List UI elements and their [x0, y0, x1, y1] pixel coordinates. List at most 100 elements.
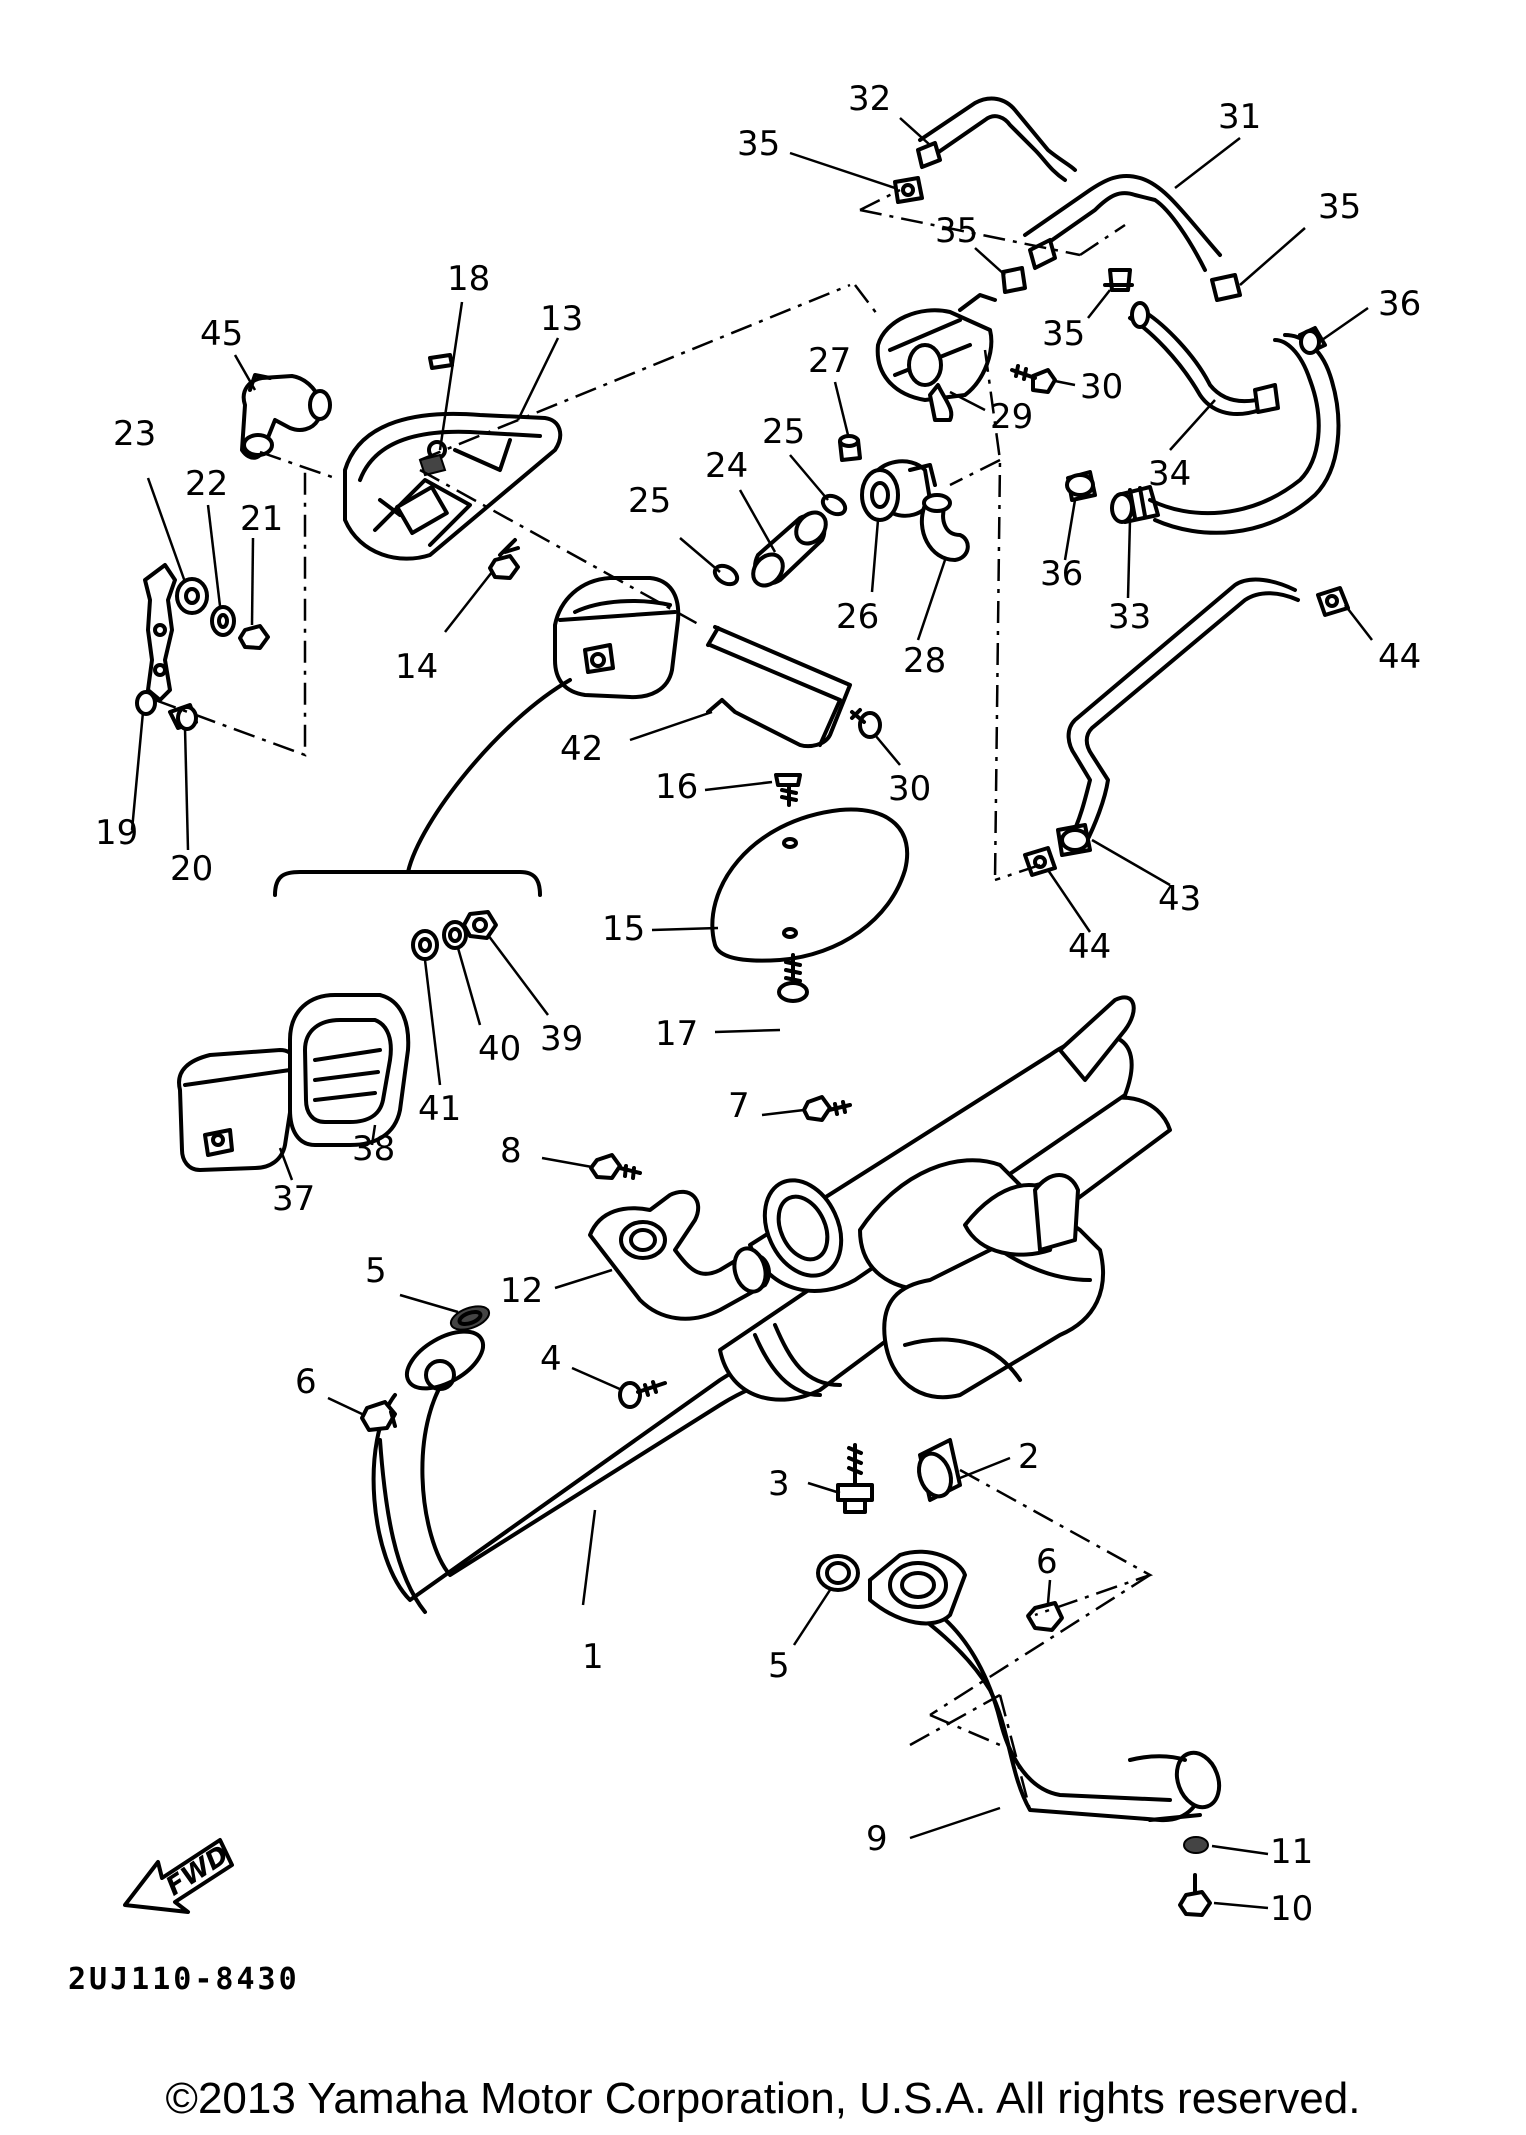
- callout-26: 26: [836, 597, 879, 637]
- collar-20: [168, 703, 198, 731]
- washer-41: [411, 929, 439, 961]
- screw-17: [777, 953, 809, 1003]
- nut-6-upper: [360, 1400, 397, 1432]
- callout-35-d: 35: [1318, 187, 1361, 227]
- washer-11: [1183, 1836, 1209, 1854]
- callout-30-upper: 30: [1080, 367, 1123, 407]
- hose-45: [240, 373, 332, 460]
- hose-28: [919, 493, 970, 562]
- washer-22: [210, 605, 236, 637]
- air-cleaner-case-13: [343, 411, 563, 561]
- callout-42: 42: [560, 729, 603, 769]
- union-33: [1110, 485, 1160, 524]
- callout-1: 1: [582, 1637, 604, 1677]
- callout-17: 17: [655, 1014, 698, 1054]
- callout-3: 3: [768, 1464, 790, 1504]
- fwd-label: FWD: [161, 1840, 234, 1902]
- hose-24: [751, 510, 828, 588]
- callout-29: 29: [990, 397, 1033, 437]
- callout-35-b: 35: [935, 211, 978, 251]
- callout-30-lower: 30: [888, 769, 931, 809]
- callout-38: 38: [352, 1129, 395, 1169]
- callout-40: 40: [478, 1029, 521, 1069]
- callout-33: 33: [1108, 597, 1151, 637]
- forward-direction-arrow: FWD: [123, 1838, 234, 1914]
- callout-13: 13: [540, 299, 583, 339]
- cap-36-upper: [1298, 326, 1327, 355]
- clip-44-upper: [1316, 586, 1350, 617]
- callout-19: 19: [95, 813, 138, 853]
- callout-31: 31: [1218, 97, 1261, 137]
- callout-39: 39: [540, 1019, 583, 1059]
- parts-drawing: [135, 96, 1350, 1917]
- callout-23: 23: [113, 414, 156, 454]
- reed-valve-26: [860, 459, 937, 522]
- bolt-21: [238, 624, 270, 650]
- callout-15: 15: [602, 909, 645, 949]
- callout-28: 28: [903, 641, 946, 681]
- hose-32: [916, 96, 1077, 182]
- callout-37: 37: [272, 1179, 315, 1219]
- callout-27: 27: [808, 341, 851, 381]
- callout-20: 20: [170, 849, 213, 889]
- callout-14: 14: [395, 647, 438, 687]
- callout-43: 43: [1158, 879, 1201, 919]
- callout-41: 41: [418, 1089, 461, 1129]
- clip-44-lower: [1023, 846, 1057, 877]
- callout-4: 4: [540, 1339, 562, 1379]
- callout-6-lower: 6: [1036, 1542, 1058, 1582]
- bolt-14: [488, 538, 520, 580]
- grommet-2: [917, 1438, 962, 1502]
- clip-35-b: [1001, 266, 1027, 294]
- callout-22: 22: [185, 464, 228, 504]
- hose-31: [1023, 173, 1222, 272]
- screw-16: [774, 773, 802, 807]
- bracket-42: [706, 625, 852, 749]
- exhaust-pipe-muffler-assembly: [371, 995, 1172, 1614]
- leader-lines: [130, 117, 1373, 1910]
- nut-6-lower: [1026, 1601, 1064, 1632]
- clamp-25-left: [712, 563, 740, 587]
- element-38: [288, 993, 411, 1147]
- screw-4: [618, 1380, 667, 1409]
- clip-35-a: [893, 176, 924, 204]
- air-cut-valve-29: [875, 293, 997, 422]
- bolt-7: [802, 1095, 852, 1122]
- callout-7: 7: [728, 1086, 750, 1126]
- drawing-code: 2UJ110-8430: [68, 1962, 300, 1997]
- cap-27: [838, 434, 862, 462]
- callout-36-lower: 36: [1040, 554, 1083, 594]
- callout-5-upper: 5: [365, 1251, 387, 1291]
- callout-25-left: 25: [628, 481, 671, 521]
- callout-5-lower: 5: [768, 1646, 790, 1686]
- callout-18: 18: [447, 259, 490, 299]
- clip-18: [428, 353, 454, 370]
- element-case-37: [177, 1048, 299, 1172]
- cover-15: [710, 807, 910, 963]
- exhaust-pipe-9: [868, 1549, 1222, 1823]
- gasket-5-lower: [816, 1554, 860, 1592]
- washer-40: [442, 920, 468, 950]
- gasket-5-upper: [449, 1305, 491, 1331]
- bolt-8: [589, 1153, 642, 1180]
- callout-44-lower: 44: [1068, 927, 1111, 967]
- callout-8: 8: [500, 1131, 522, 1171]
- clamp-25-right: [820, 493, 848, 517]
- callout-numbers: 1 2 3 4 5 5 6 6 7 8 9 10 11 12 13 14 15 …: [95, 79, 1421, 1929]
- callout-45: 45: [200, 314, 243, 354]
- callout-44-upper: 44: [1378, 637, 1421, 677]
- grommet-23: [175, 577, 209, 615]
- screw-30-upper: [1010, 364, 1057, 394]
- callout-25-right: 25: [762, 412, 805, 452]
- callout-16: 16: [655, 767, 698, 807]
- bolt-10: [1178, 1873, 1212, 1917]
- clip-35-d: [1210, 273, 1242, 302]
- pipe-34: [1128, 301, 1341, 535]
- mounting-bracket: [143, 563, 177, 702]
- alignment-lines: [154, 188, 1154, 1811]
- callout-24: 24: [705, 446, 748, 486]
- clip-35-c: [1103, 268, 1134, 292]
- cap-36-lower: [1065, 470, 1097, 502]
- callout-36-upper: 36: [1378, 284, 1421, 324]
